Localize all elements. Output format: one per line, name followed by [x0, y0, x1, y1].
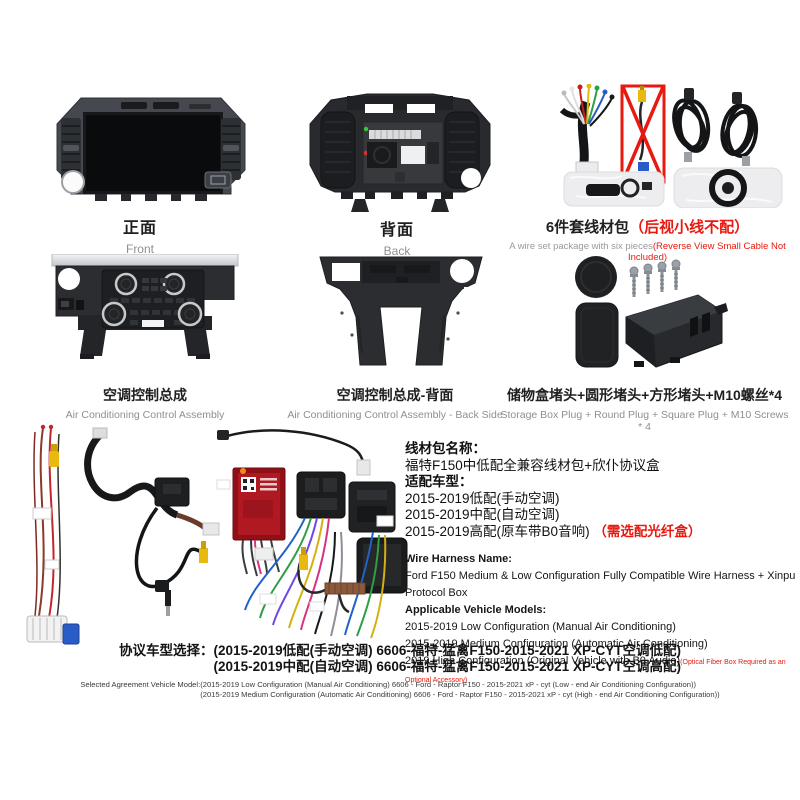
harness-name-zh: 福特F150中低配全兼容线材包+欣仆协议盒	[405, 457, 660, 473]
footer-block: 协议车型选择： (2015-2019低配(手动空调) 6606-福特-猛禽F15…	[0, 643, 800, 699]
model-3-zh: 2015-2019高配(原车带B0音响) （需选配光纤盒）	[405, 524, 797, 541]
footer-en-line-2: (2015-2019 Medium Configuration (Automat…	[200, 689, 720, 699]
caption-ac-back-zh: 空调控制总成-背面	[336, 387, 454, 403]
model-2-zh: 2015-2019中配(自动空调)	[405, 507, 560, 522]
caption-wire-set: 6件套线材包（后视小线不配） A wire set package with s…	[495, 216, 800, 263]
model-3-en-black: 2019 High Configuration (Original Vehicl…	[405, 655, 681, 667]
plugs-screws-box-photo	[570, 255, 730, 373]
caption-ac-front-zh: 空调控制总成	[103, 387, 187, 403]
footer-en: Selected Agreement Vehicle Model: (2015-…	[0, 680, 800, 699]
head-unit-back-photo	[307, 88, 493, 215]
caption-back-zh: 背面	[379, 222, 414, 239]
model-1-zh: 2015-2019低配(手动空调)	[405, 490, 560, 506]
caption-wire-set-zh: 6件套线材包（后视小线不配）	[495, 216, 800, 237]
head-unit-front-photo	[55, 92, 247, 210]
ac-control-front-photo	[50, 254, 240, 360]
footer-zh: 协议车型选择： (2015-2019低配(手动空调) 6606-福特-猛禽F15…	[0, 643, 800, 675]
harness-info-en: Wire Harness Name: Ford F150 Medium & Lo…	[405, 551, 797, 689]
footer-zh-lines: (2015-2019低配(手动空调) 6606-福特-猛禽F150-2015-2…	[214, 643, 681, 675]
model-3-zh-red: （需选配光纤盒）	[593, 523, 702, 539]
footer-zh-label: 协议车型选择：	[119, 643, 214, 658]
caption-plugs-zh: 储物盒堵头+圆形堵头+方形堵头+M10螺丝*4	[507, 387, 782, 403]
model-2-en: 2015-2019 Medium Configuration (Automati…	[405, 638, 708, 650]
model-3-en: 2019 High Configuration (Original Vehicl…	[405, 653, 797, 689]
harness-name-label-zh: 线材包名称：	[405, 441, 486, 456]
model-3-en-red: (Optical Fiber Box Required as an Option…	[405, 659, 786, 684]
harness-name-label-en: Wire Harness Name:	[405, 553, 512, 565]
wire-set-en-gray: A wire set package with six pieces	[509, 241, 653, 252]
wire-set-photo	[556, 84, 796, 208]
caption-wire-set-en: A wire set package with six pieces(Rever…	[495, 241, 800, 263]
caption-plugs: 储物盒堵头+圆形堵头+方形堵头+M10螺丝*4 Storage Box Plug…	[497, 385, 792, 433]
wire-set-en-red: (Reverse View Small Cable Not Included)	[627, 241, 786, 263]
caption-ac-back: 空调控制总成-背面 Air Conditioning Control Assem…	[270, 385, 520, 421]
models-label-zh: 适配车型：	[405, 474, 473, 489]
caption-front-en: Front	[125, 242, 154, 256]
footer-zh-line-2: (2015-2019中配(自动空调) 6606-福特-猛禽F150-2015-2…	[213, 659, 681, 674]
model-3-zh-black: 2015-2019高配(原车带B0音响)	[405, 523, 590, 539]
footer-en-label: Selected Agreement Vehicle Model:	[80, 680, 201, 689]
caption-ac-back-en: Air Conditioning Control Assembly - Back…	[287, 409, 503, 421]
caption-front-zh: 正面	[122, 220, 157, 237]
footer-en-line-1: (2015-2019 Low Configuration (Manual Air…	[200, 680, 697, 689]
footer-zh-line-1: (2015-2019低配(手动空调) 6606-福特-猛禽F150-2015-2…	[213, 643, 681, 658]
harness-info-block: 线材包名称： 福特F150中低配全兼容线材包+欣仆协议盒 适配车型： 2015-…	[405, 441, 797, 689]
wire-set-zh-black: 6件套线材包	[545, 219, 630, 236]
harness-name-en: Ford F150 Medium & Low Configuration Ful…	[405, 570, 796, 599]
model-1-en: 2015-2019 Low Configuration (Manual Air …	[405, 621, 676, 633]
models-label-en: Applicable Vehicle Models:	[405, 604, 547, 616]
caption-back-en: Back	[383, 244, 411, 258]
caption-ac-front-en: Air Conditioning Control Assembly	[65, 409, 225, 421]
caption-plugs-en: Storage Box Plug + Round Plug + Square P…	[500, 409, 789, 433]
wire-set-zh-red: （后视小线不配）	[629, 219, 750, 236]
wire-harness-photo	[5, 420, 410, 652]
caption-front: 正面 Front	[40, 214, 240, 256]
footer-en-lines: (2015-2019 Low Configuration (Manual Air…	[200, 680, 719, 699]
ac-control-back-photo	[312, 253, 490, 371]
caption-back: 背面 Back	[297, 216, 497, 258]
caption-ac-front: 空调控制总成 Air Conditioning Control Assembly	[20, 385, 270, 421]
